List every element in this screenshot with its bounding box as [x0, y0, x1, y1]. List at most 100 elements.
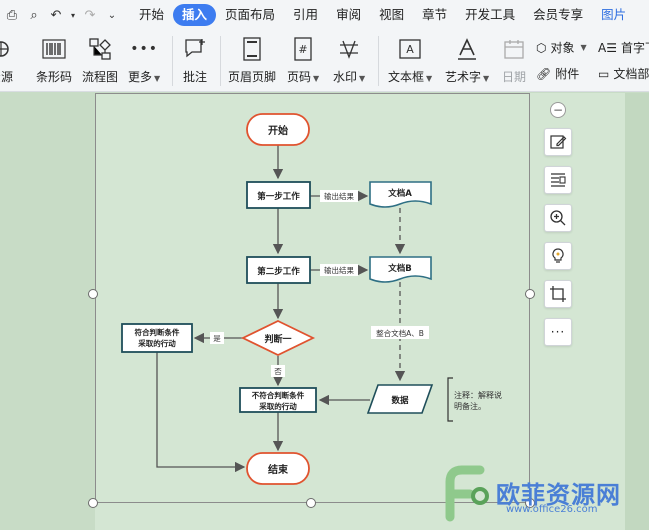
print-icon[interactable]: ⎙ [6, 7, 18, 23]
resize-handle-right[interactable] [525, 289, 535, 299]
menu-tabs: 开始 插入 页面布局 引用 审阅 视图 章节 开发工具 会员专享 图片 [130, 4, 635, 26]
header-footer-label: 页眉页脚 [228, 70, 277, 84]
crop-button[interactable] [544, 280, 572, 308]
undo-dropdown-icon[interactable]: ▾ [70, 10, 75, 20]
step2-process[interactable] [246, 256, 311, 284]
decision-label: 判断一 [264, 333, 291, 345]
no-label: 否 [274, 367, 282, 376]
output2-label-bg [320, 264, 358, 276]
barcode-icon [41, 36, 67, 62]
zoom-in-icon [550, 210, 566, 226]
flowchart-button[interactable]: 流程图 [82, 36, 118, 85]
menu-bar: ⎙ ⌕ ↶ ▾ ↷ ⌄ 开始 插入 页面布局 引用 审阅 视图 章节 开发工具 … [0, 0, 649, 30]
tab-section[interactable]: 章节 [422, 7, 448, 22]
customize-dropdown-icon[interactable]: ⌄ [107, 9, 117, 21]
data-parallelogram[interactable] [366, 384, 434, 414]
nomatch-action-process[interactable] [239, 387, 317, 413]
header-footer-button[interactable]: 页眉页脚 [228, 36, 276, 85]
tab-insert[interactable]: 插入 [173, 4, 217, 26]
annotation-line1: 注释：解释说 [454, 390, 502, 400]
more-dots-icon: ··· [550, 325, 566, 339]
yes-label-bg [210, 332, 224, 344]
nomatch-action-line1: 不符合判断条件 [252, 390, 305, 400]
textbox-label: 文本框▼ [388, 70, 433, 84]
tab-home[interactable]: 开始 [139, 7, 165, 22]
undo-icon[interactable]: ↶ [50, 7, 62, 23]
flowchart-icon [87, 36, 113, 62]
tab-page-layout[interactable]: 页面布局 [225, 7, 276, 22]
attachment-button[interactable]: 🔗︎附件 [536, 65, 579, 82]
tab-view[interactable]: 视图 [379, 7, 405, 22]
date-button[interactable]: 日期 [501, 36, 527, 85]
collapse-icon[interactable]: − [550, 102, 566, 118]
tab-references[interactable]: 引用 [293, 7, 319, 22]
wordart-label: 艺术字▼ [445, 70, 490, 84]
match-action-line2: 采取的行动 [137, 338, 176, 348]
wordart-button[interactable]: 艺术字▼ [445, 36, 489, 85]
more-options-button[interactable]: ··· [544, 318, 572, 346]
page-number-button[interactable]: # 页码▼ [287, 36, 319, 85]
page-number-icon: # [290, 36, 316, 62]
data-label: 数据 [391, 395, 409, 406]
smart-button[interactable] [544, 242, 572, 270]
start-terminal[interactable] [246, 113, 310, 146]
dropcap-icon: A☰ [598, 40, 617, 55]
start-label: 开始 [268, 124, 288, 137]
site-watermark: 欧菲资源网 www.office26.com [440, 462, 621, 522]
resize-handle-bottom-left[interactable] [88, 498, 98, 508]
more-label: 更多▼ [128, 70, 161, 84]
step2-label: 第二步工作 [257, 266, 300, 277]
right-margin-strip [625, 93, 649, 530]
end-terminal[interactable] [246, 452, 310, 485]
textbox-button[interactable]: A 文本框▼ [388, 36, 432, 85]
watermark-button[interactable]: 水印▼ [333, 36, 365, 85]
page-number-label: 页码▼ [287, 70, 320, 84]
step1-process[interactable] [246, 181, 311, 209]
redo-icon[interactable]: ↷ [84, 7, 96, 23]
tab-review[interactable]: 审阅 [336, 7, 362, 22]
docparts-icon: ▭ [598, 66, 610, 81]
resize-handle-left[interactable] [88, 289, 98, 299]
barcode-button[interactable]: 条形码 [36, 36, 72, 85]
edit-icon [550, 135, 567, 149]
tab-developer[interactable]: 开发工具 [465, 7, 516, 22]
output2-label: 输出结果 [324, 265, 354, 275]
connector-match-end [156, 352, 246, 473]
header-footer-icon [239, 36, 265, 62]
watermark-url: www.office26.com [506, 504, 598, 515]
resize-handle-bottom[interactable] [306, 498, 316, 508]
quick-access-toolbar: ⎙ ⌕ ↶ ▾ ↷ ⌄ [0, 8, 120, 23]
no-label-bg [271, 365, 285, 377]
doca-document[interactable] [369, 181, 432, 208]
dropcap-button[interactable]: A☰首字下 [598, 39, 649, 56]
comment-button[interactable]: 批注 [182, 36, 208, 85]
ribbon-separator [172, 36, 173, 86]
watermark-logo [445, 465, 489, 522]
resize-handle-bottom-right[interactable] [525, 498, 535, 508]
tab-picture[interactable]: 图片 [601, 7, 627, 22]
docb-document[interactable] [369, 256, 432, 283]
more-button[interactable]: ••• 更多▼ [128, 36, 160, 85]
tab-member[interactable]: 会员专享 [533, 7, 584, 22]
zoom-button[interactable] [544, 204, 572, 232]
wordart-icon [454, 36, 480, 62]
resource-button[interactable]: 资源 [0, 36, 14, 85]
resource-icon [0, 36, 14, 62]
date-label: 日期 [501, 70, 526, 84]
docparts-button[interactable]: ▭文档部 [598, 65, 649, 82]
object-icon: ⬡ [536, 40, 547, 55]
ribbon: 资源 条形码 流程图 ••• 更多▼ 批注 页眉页脚 # 页码▼ [0, 30, 649, 92]
output1-label: 输出结果 [324, 191, 354, 201]
docparts-label: 文档部 [613, 67, 649, 81]
output1-label-bg [320, 190, 358, 202]
object-button[interactable]: ⬡对象▼ [536, 40, 587, 56]
svg-text:A: A [406, 43, 414, 56]
edit-shape-button[interactable] [544, 128, 572, 156]
match-action-process[interactable] [121, 323, 193, 353]
doca-label: 文档A [388, 188, 412, 199]
decision-diamond[interactable] [240, 319, 316, 357]
wrap-text-button[interactable] [544, 166, 572, 194]
match-action-line1: 符合判断条件 [135, 327, 180, 337]
print-preview-icon[interactable]: ⌕ [30, 7, 38, 23]
